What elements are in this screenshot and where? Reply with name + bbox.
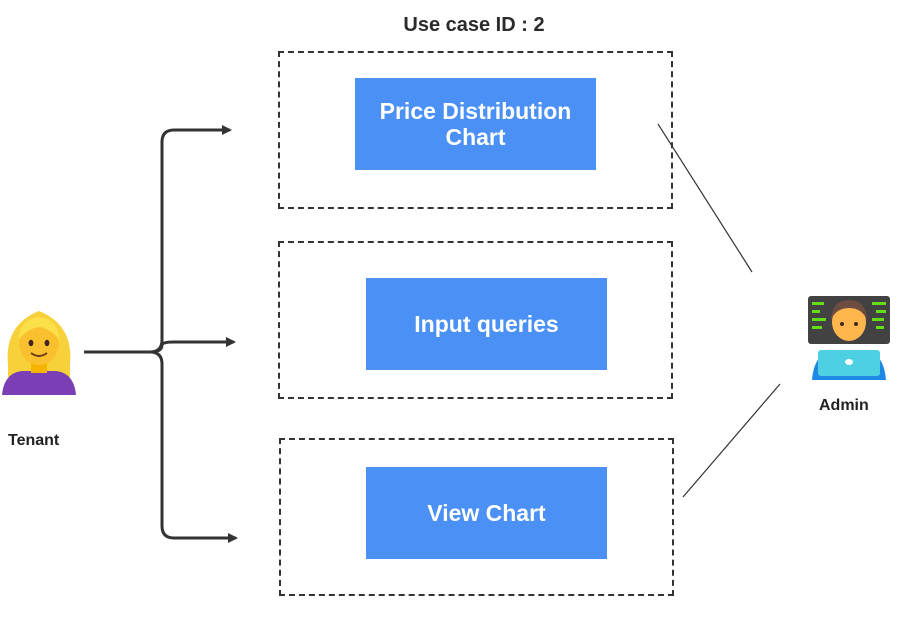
admin-line-view-chart <box>682 383 781 498</box>
use-case-view-chart: View Chart <box>366 467 607 559</box>
diagram-title: Use case ID : 2 <box>403 14 545 36</box>
use-case-input-queries: Input queries <box>366 278 607 370</box>
use-case-label: Price Distribution Chart <box>379 98 572 150</box>
admin-label: Admin <box>819 397 869 414</box>
tenant-label: Tenant <box>8 432 60 449</box>
use-case-price-distribution-chart: Price Distribution Chart <box>355 78 596 170</box>
arrow-to-view-chart <box>149 350 238 543</box>
admin-line-price-distribution <box>657 123 753 273</box>
arrow-to-input-queries <box>149 337 236 354</box>
woman-blonde-icon <box>0 305 78 395</box>
use-case-frame-3 <box>279 438 674 596</box>
use-case-frame-2 <box>278 241 673 399</box>
man-technologist-icon <box>806 294 892 380</box>
use-case-frame-1 <box>278 51 673 209</box>
use-case-label: View Chart <box>427 500 546 526</box>
use-case-label: Input queries <box>414 311 559 337</box>
arrow-to-price-distribution <box>149 125 232 354</box>
